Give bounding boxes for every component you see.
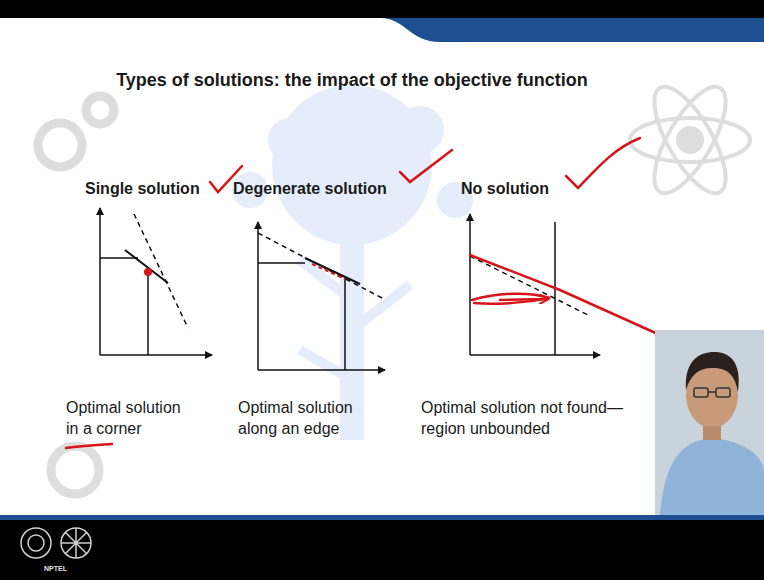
bridge	[708, 391, 716, 393]
constraint-line	[100, 257, 138, 259]
constraint-line	[344, 278, 346, 370]
neck	[703, 426, 721, 440]
underline	[66, 444, 112, 448]
video-background	[655, 330, 764, 515]
top-bar	[0, 0, 764, 18]
shirt	[660, 438, 764, 515]
objective-line	[134, 214, 188, 328]
graph-degenerate	[258, 222, 385, 370]
tree-crown	[272, 85, 432, 245]
y-axis	[257, 222, 259, 370]
optimum-point	[144, 268, 152, 276]
x-axis	[100, 354, 212, 356]
objective-line	[258, 233, 382, 298]
x-axis	[470, 354, 600, 356]
constraint-line	[125, 250, 168, 283]
red-scribble	[472, 294, 550, 304]
gear	[38, 123, 82, 167]
nptel-logo-spokes	[61, 528, 91, 558]
orbit	[641, 77, 739, 203]
graph-unbounded	[470, 214, 600, 355]
tree-bubble	[268, 118, 312, 162]
optimal-edge	[312, 264, 345, 279]
footer-line	[0, 515, 764, 520]
nucleus	[678, 128, 702, 152]
panel-heading: No solution	[461, 180, 549, 198]
check-mark	[566, 138, 640, 188]
atom-icon	[630, 77, 750, 203]
watermark	[232, 85, 473, 440]
orbit	[641, 77, 739, 203]
tree-bubble	[396, 106, 444, 154]
tree-branch	[300, 260, 410, 380]
graph-single	[100, 208, 212, 355]
header-band	[380, 18, 764, 42]
glasses	[694, 388, 730, 397]
panel-caption: Optimal solution along an edge	[238, 398, 370, 440]
logos	[21, 528, 91, 558]
panel-caption: Optimal solution in a corner	[66, 398, 196, 440]
constraint-line	[258, 262, 305, 264]
logo-caption: NPTEL	[44, 565, 67, 572]
annotation	[66, 138, 660, 448]
lens	[694, 388, 708, 397]
gear	[51, 446, 99, 494]
y-axis	[469, 214, 471, 355]
red-arrow	[500, 299, 548, 300]
institute-logo	[21, 528, 51, 558]
panel-heading: Single solution	[85, 180, 200, 198]
institute-logo-inner	[28, 535, 44, 551]
orbit	[630, 118, 750, 162]
nptel-logo	[61, 528, 91, 558]
hair	[686, 352, 739, 392]
gear	[86, 96, 114, 124]
panel-heading: Degenerate solution	[233, 180, 387, 198]
objective-line	[470, 256, 590, 316]
constraint-line	[305, 258, 360, 284]
panel-caption: Optimal solution not found—region unboun…	[421, 398, 647, 440]
lens	[716, 388, 730, 397]
x-axis	[258, 369, 385, 371]
slide-title: Types of solutions: the impact of the ob…	[116, 70, 588, 91]
constraint-line	[147, 271, 149, 355]
red-line	[470, 255, 660, 335]
check-mark	[400, 150, 452, 182]
y-axis	[99, 208, 101, 355]
footer-bar	[0, 520, 764, 580]
presenter-video	[655, 330, 764, 515]
